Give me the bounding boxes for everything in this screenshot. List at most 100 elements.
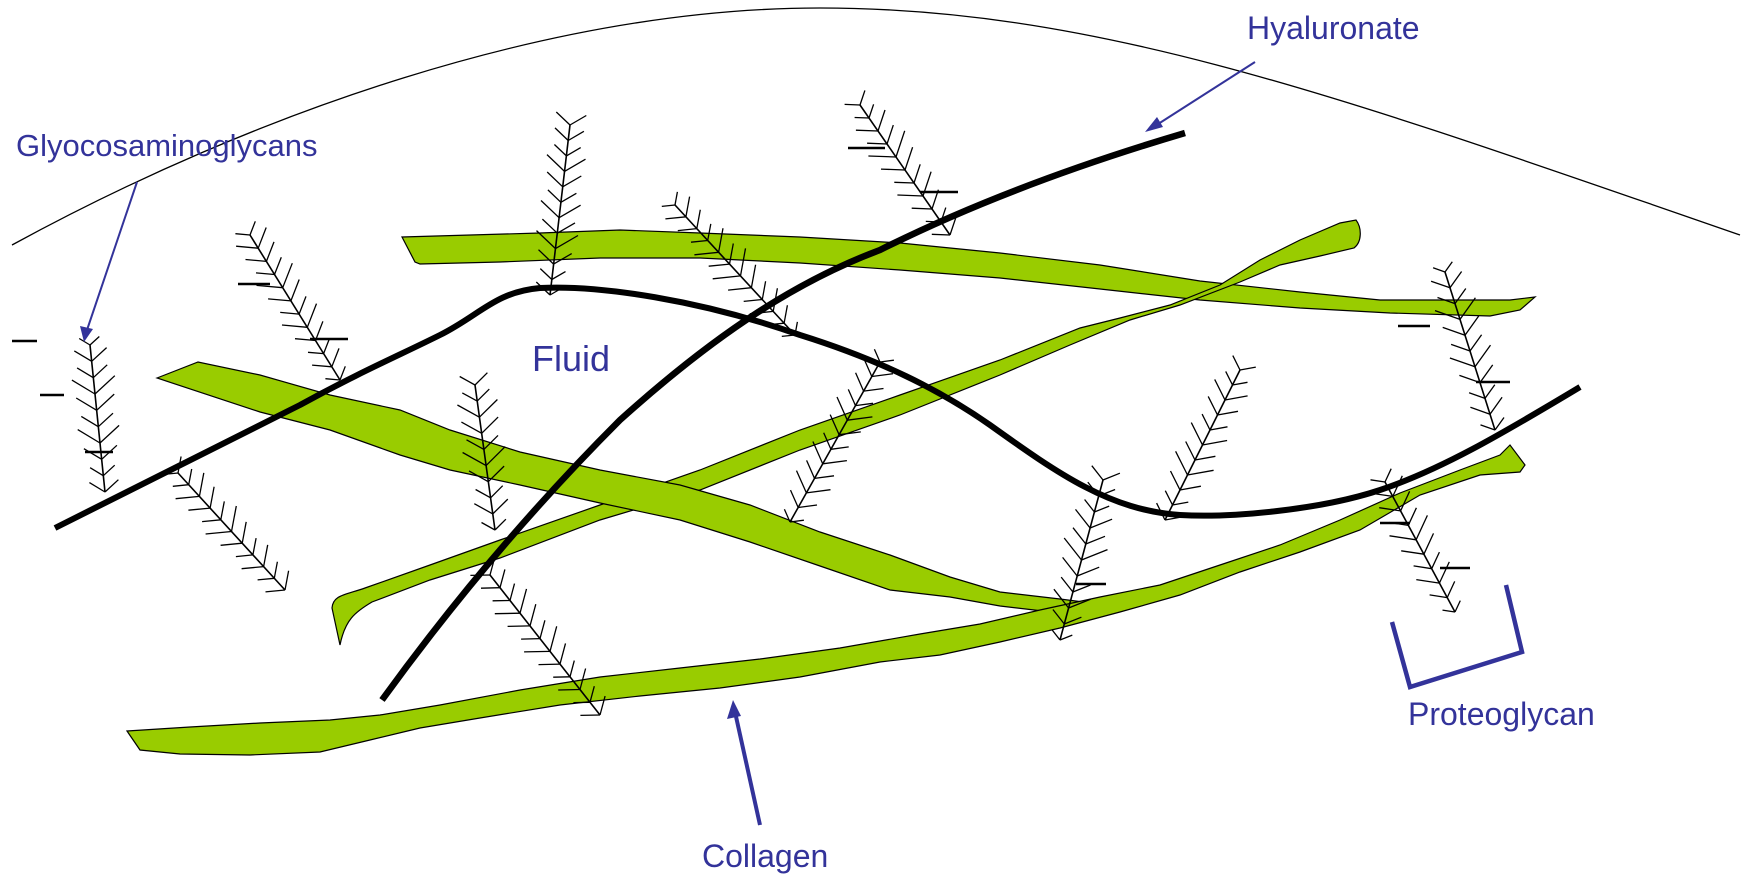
glycosaminoglycan-side-chain (1090, 519, 1112, 528)
glycosaminoglycan-side-chain (324, 339, 330, 354)
glycosaminoglycan-side-chain (686, 197, 690, 217)
glycosaminoglycan-side-chain (1082, 550, 1108, 560)
glycosaminoglycan-side-chain (84, 449, 102, 460)
glycosaminoglycan-side-chain (1086, 536, 1105, 544)
glycosaminoglycan-side-chain (81, 416, 98, 426)
glycosaminoglycan-side-chain (894, 182, 914, 183)
glycosaminoglycan-side-chain (189, 469, 192, 485)
glycosaminoglycan-side-chain (815, 476, 835, 479)
glycosaminoglycan-side-chain (1401, 551, 1424, 554)
glycosaminoglycan-side-chain (560, 643, 566, 664)
proteoglycan-brush (235, 221, 345, 380)
glycosaminoglycan-side-chain (762, 281, 765, 299)
glycosaminoglycan-side-chain (880, 360, 894, 362)
glycosaminoglycan-side-chain (550, 626, 557, 651)
glycosaminoglycan-side-chain (565, 159, 586, 171)
glycosaminoglycan-side-chain (713, 276, 741, 279)
glycosaminoglycan-side-chain (539, 664, 561, 665)
collagen-fiber-lower-crossing (157, 362, 1115, 613)
glycosaminoglycan-side-chain (1469, 393, 1485, 399)
glycosaminoglycan-side-chain (561, 193, 577, 202)
glycosaminoglycan-side-chain (93, 365, 107, 378)
glycosaminoglycan-side-chain (1465, 316, 1479, 335)
glycosaminoglycan-side-chain (1445, 262, 1452, 272)
glycosaminoglycan-side-chain (856, 373, 864, 391)
glycosaminoglycan-side-chain (1202, 414, 1210, 430)
glycosaminoglycan-side-chain (1215, 379, 1225, 400)
glycosaminoglycan-side-chain (89, 483, 105, 492)
glycosaminoglycan-side-chain (678, 229, 697, 231)
glycosaminoglycan-side-chain (855, 118, 869, 119)
proteoglycan-label: Proteoglycan (1408, 698, 1595, 730)
glycosaminoglycan-side-chain (90, 468, 103, 476)
glycosaminoglycan-side-chain (520, 589, 527, 613)
glycosaminoglycan-side-chain (1450, 272, 1462, 288)
proteoglycan-brush (161, 457, 288, 592)
glycosaminoglycan-side-chain (1416, 580, 1439, 584)
glycosaminoglycan-side-chain (554, 145, 566, 156)
glycosaminoglycan-side-chain (477, 389, 489, 401)
glycosaminoglycan-side-chain (1443, 610, 1456, 612)
proteoglycan-core-protein (250, 235, 340, 380)
glycosaminoglycan-side-chain (280, 312, 299, 314)
glycosaminoglycan-side-chain (291, 280, 299, 301)
proteoglycan-core-protein (1385, 482, 1455, 612)
glycosaminoglycans-label: Glyocosaminoglycans (16, 130, 318, 161)
glycosaminoglycan-side-chain (268, 299, 291, 301)
glycosaminoglycan-side-chain (868, 156, 896, 157)
glycosaminoglycan-side-chain (479, 400, 497, 418)
glycosaminoglycan-side-chain (235, 234, 250, 235)
glycosaminoglycan-side-chain (1439, 562, 1449, 583)
glycosaminoglycan-side-chain (1180, 486, 1201, 490)
glycosaminoglycan-side-chain (1218, 411, 1239, 415)
glycosaminoglycan-side-chain (791, 490, 799, 507)
glycosaminoglycan-side-chain (257, 285, 283, 287)
glycosaminoglycan-side-chain (307, 304, 316, 328)
glycosaminoglycan-side-chain (95, 376, 115, 394)
glycosaminoglycan-side-chain (697, 210, 701, 229)
fluid-label: Fluid (532, 341, 610, 377)
glycosaminoglycan-side-chain (1424, 533, 1434, 554)
proteoglycan-brush (1157, 356, 1256, 520)
glycosaminoglycan-side-chain (77, 368, 93, 378)
glycosaminoglycan-side-chain (1233, 382, 1248, 385)
collagen-label: Collagen (702, 840, 828, 872)
glycosaminoglycan-side-chain (256, 273, 275, 275)
glycosaminoglycan-side-chain (285, 571, 289, 590)
proteoglycan-core-protein (90, 345, 105, 492)
glycosaminoglycan-side-chain (173, 485, 189, 487)
proteoglycan-brush (536, 112, 586, 295)
glycosaminoglycan-side-chain (242, 567, 264, 569)
glycosaminoglycan-side-chain (1447, 581, 1455, 597)
glycosaminoglycan-side-chain (312, 365, 332, 367)
glycosaminoglycan-side-chain (482, 523, 496, 531)
collagen-pointer-arrowhead (727, 700, 741, 719)
glycosaminoglycan-side-chain (1061, 577, 1073, 592)
glycosaminoglycan-side-chain (491, 486, 503, 498)
proteoglycan-brush (1431, 262, 1504, 430)
collagen-fiber-top (402, 230, 1535, 316)
glycosaminoglycan-side-chain (1186, 442, 1195, 461)
glycosaminoglycan-side-chain (790, 520, 804, 522)
glycosaminoglycan-side-chain (845, 104, 860, 105)
glycosaminoglycan-side-chain (806, 490, 830, 493)
glycosaminoglycan-side-chain (97, 394, 115, 410)
glycosaminoglycan-side-chain (482, 417, 498, 433)
proteoglycan-bracket (1392, 585, 1522, 687)
glycosaminoglycan-side-chain (1210, 427, 1228, 430)
glycosaminoglycan-side-chain (1073, 585, 1091, 592)
glycosaminoglycan-side-chain (558, 690, 580, 691)
glycosaminoglycan-side-chain (325, 379, 340, 380)
glycosaminoglycan-side-chain (570, 661, 574, 677)
proteoglycan-brush (845, 90, 956, 235)
glycosaminoglycan-side-chain (481, 588, 500, 589)
glycosaminoglycan-side-chain (848, 389, 855, 405)
glycosaminoglycan-side-chain (100, 425, 119, 443)
glycosaminoglycan-side-chain (510, 584, 515, 601)
glycosaminoglycan-side-chain (283, 263, 293, 288)
glycosaminoglycan-side-chain (74, 351, 91, 361)
glycosaminoglycan-side-chain (1094, 506, 1109, 512)
glycosaminoglycan-side-chain (258, 228, 266, 249)
glycosaminoglycan-side-chain (1485, 385, 1495, 399)
glycosaminoglycan-side-chain (914, 164, 920, 183)
